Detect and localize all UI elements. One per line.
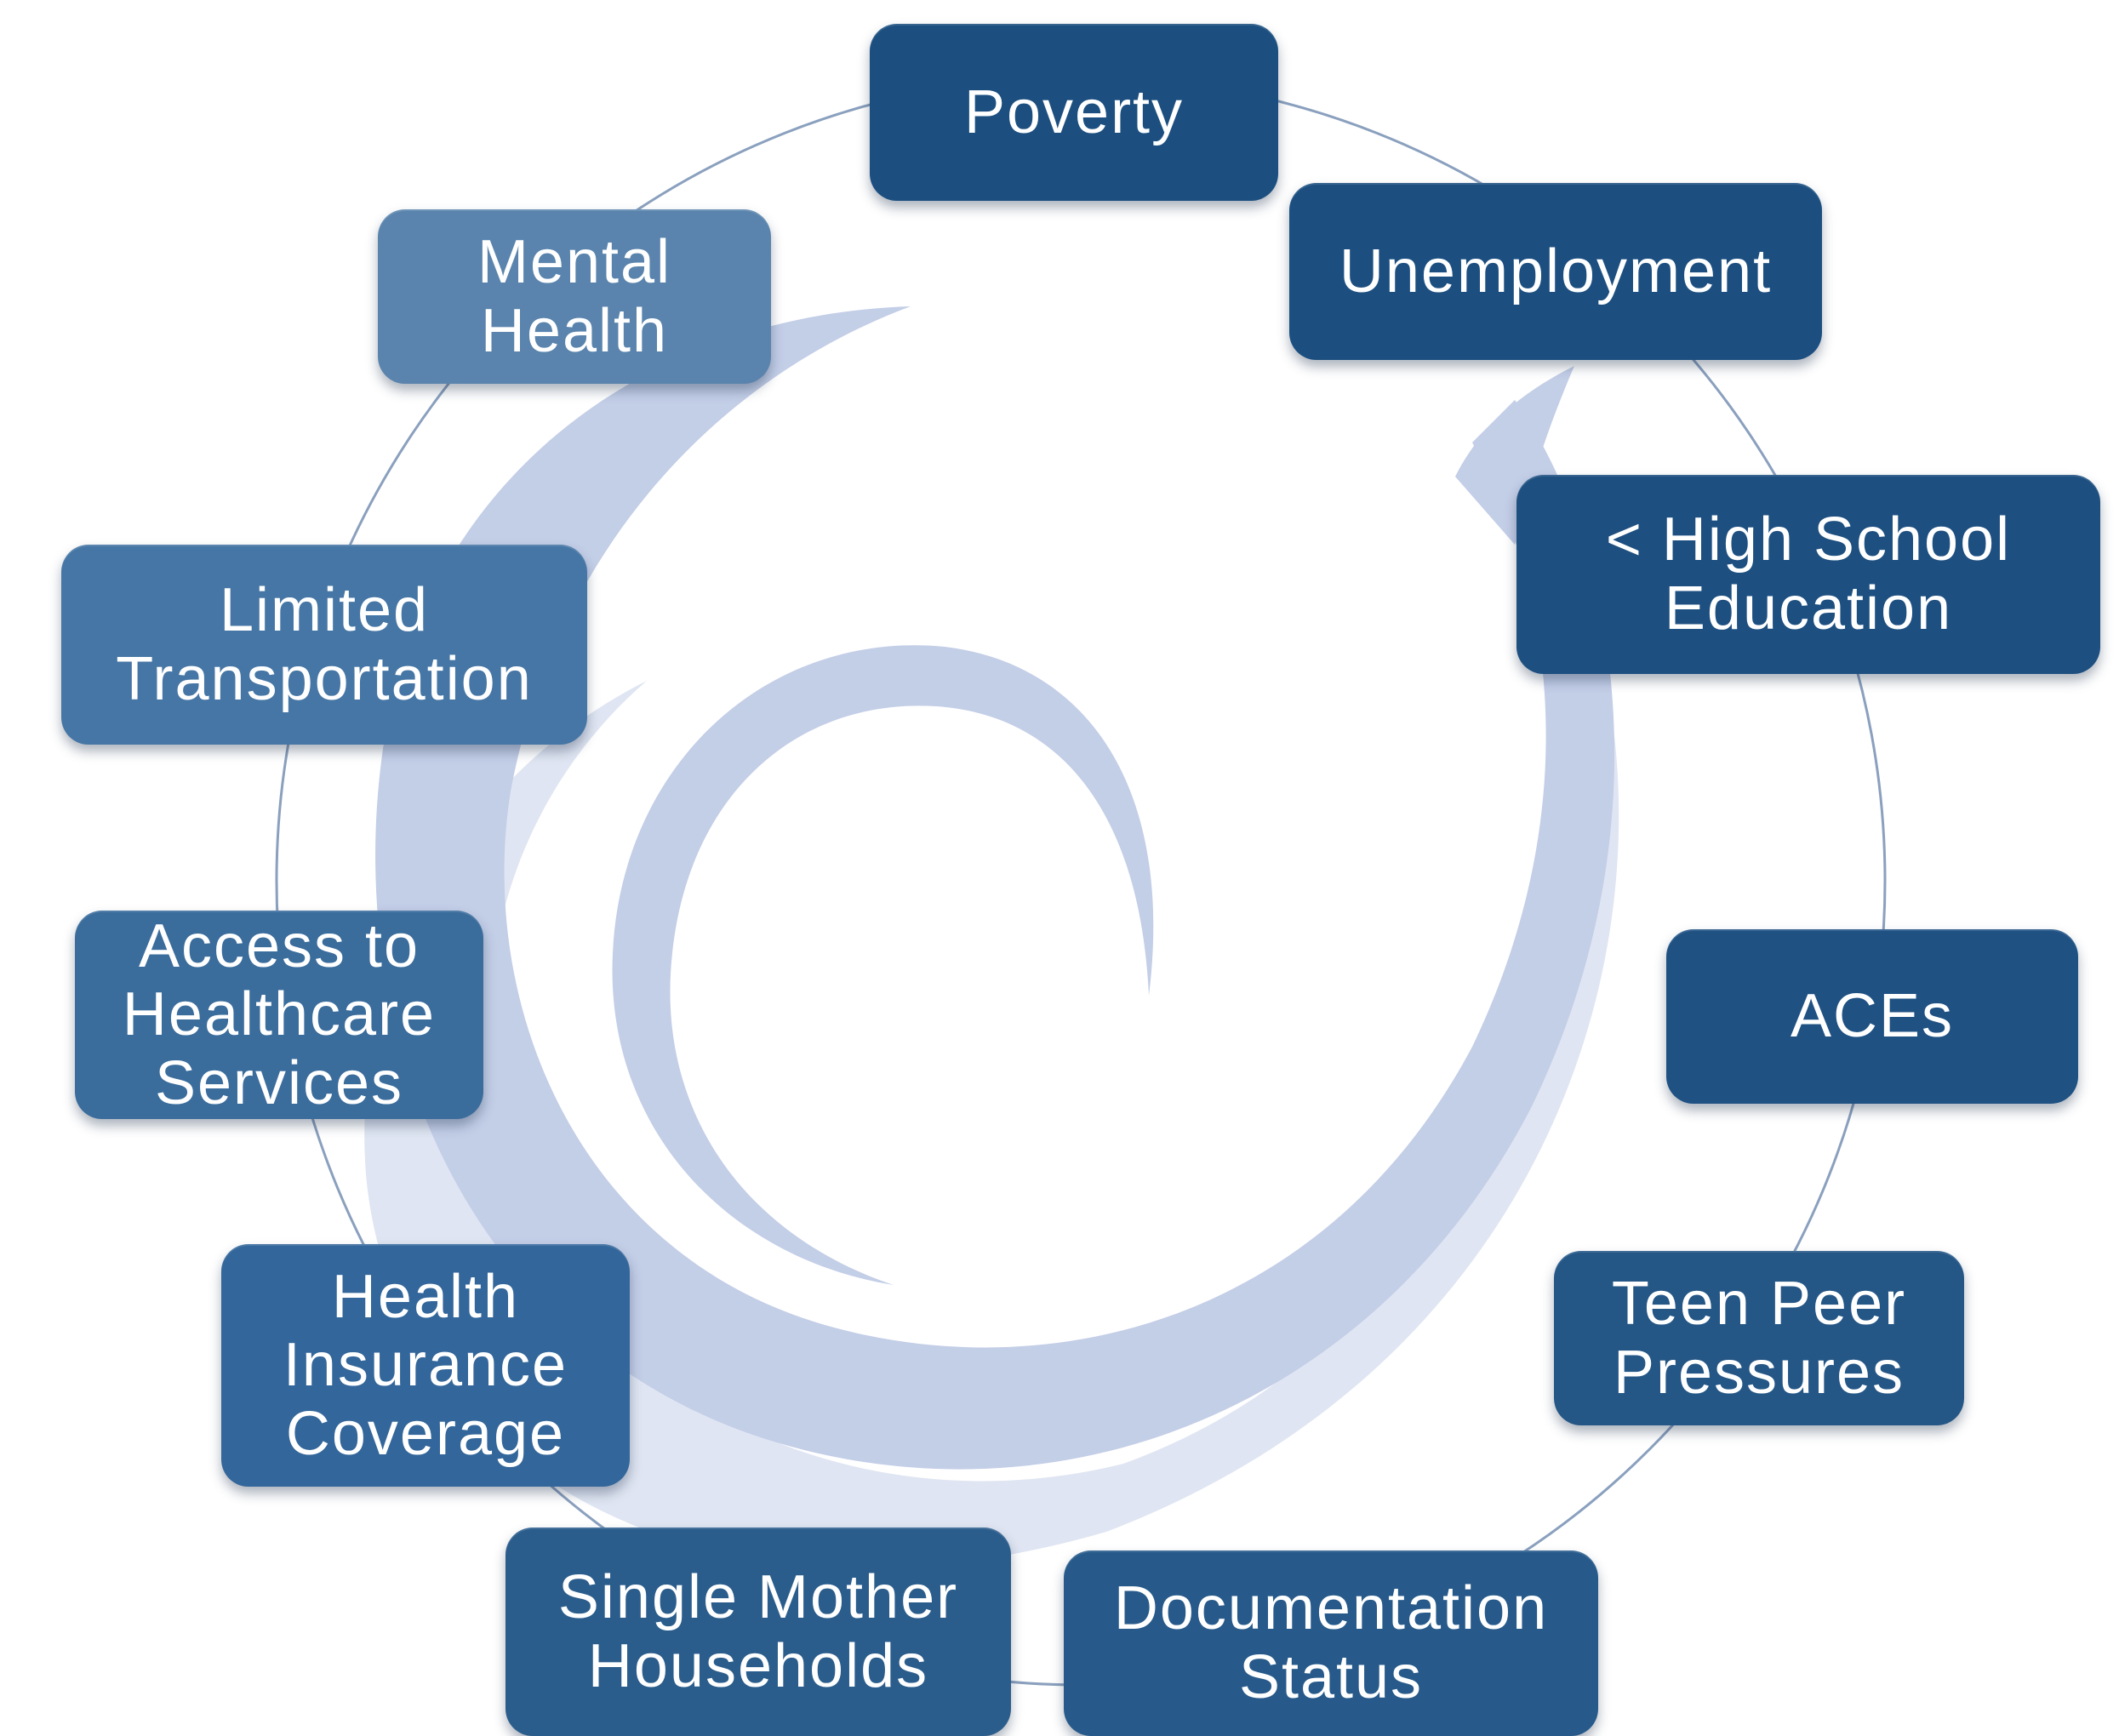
node-limited-transportation: Limited Transportation [61,545,587,745]
node-teen-peer-pressures-label: Teen Peer Pressures [1611,1269,1907,1407]
node-access-to-healthcare-services: Access to Healthcare Services [75,911,483,1119]
node-high-school-education: < High School Education [1516,475,2100,674]
node-mental-health-label: Mental Health [477,227,672,365]
node-mental-health: Mental Health [378,209,771,384]
swirl-inner-arc [612,645,1154,1285]
node-aces-label: ACEs [1790,982,1955,1051]
node-poverty: Poverty [870,24,1278,201]
node-unemployment: Unemployment [1289,183,1822,360]
node-health-insurance-coverage-label: Health Insurance Coverage [283,1262,568,1468]
node-documentation-status-label: Documentation Status [1113,1574,1549,1711]
node-single-mother-households: Single Mother Households [505,1528,1011,1736]
swirl-upper-tail [1455,366,1574,545]
node-aces: ACEs [1666,929,2078,1104]
node-single-mother-households-label: Single Mother Households [557,1562,959,1700]
node-teen-peer-pressures: Teen Peer Pressures [1554,1251,1964,1425]
node-limited-transportation-label: Limited Transportation [116,575,533,713]
node-access-to-healthcare-services-label: Access to Healthcare Services [122,911,437,1117]
node-documentation-status: Documentation Status [1064,1550,1598,1736]
node-health-insurance-coverage: Health Insurance Coverage [221,1244,630,1487]
node-poverty-label: Poverty [963,77,1185,146]
swirl-graphic [364,306,1619,1568]
node-unemployment-label: Unemployment [1339,237,1773,306]
node-high-school-education-label: < High School Education [1605,505,2012,642]
